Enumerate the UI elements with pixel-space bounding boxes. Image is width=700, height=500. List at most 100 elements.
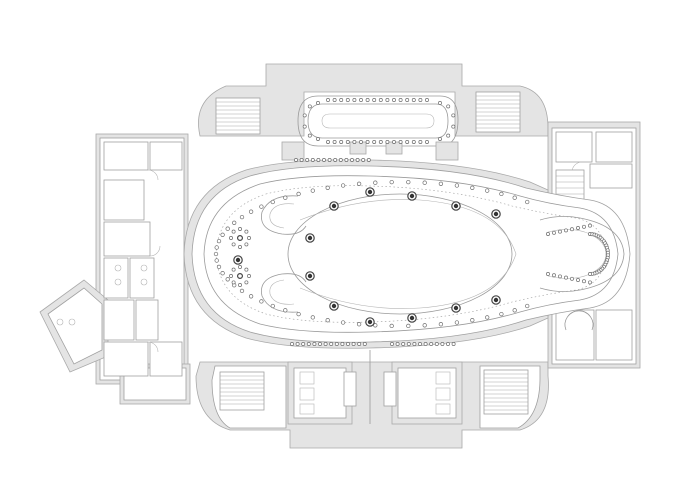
seat-ring-icon xyxy=(512,308,517,313)
seat-ring-icon xyxy=(570,276,574,281)
column-icon xyxy=(367,319,373,325)
seat-ring-icon xyxy=(316,158,321,162)
seat-ring-icon xyxy=(356,322,362,327)
seat-ring-icon xyxy=(231,229,236,234)
seat-ring-icon xyxy=(345,98,350,102)
seat-ring-icon xyxy=(372,98,377,102)
seat-ring-icon xyxy=(525,303,530,309)
seat-ring-icon xyxy=(238,265,242,269)
seat-ring-icon xyxy=(301,342,306,346)
seat-ring-icon xyxy=(299,158,304,162)
seat-ring-icon xyxy=(307,133,312,138)
seat-ring-icon xyxy=(259,204,264,209)
seat-ring-icon xyxy=(216,238,222,244)
main-hall xyxy=(183,159,631,425)
seat-ring-icon xyxy=(454,320,460,325)
seat-ring-icon xyxy=(425,98,429,102)
seat-ring-icon xyxy=(225,277,230,282)
seat-ring-icon xyxy=(339,140,344,144)
room-partitions xyxy=(56,131,633,377)
seat-ring-icon xyxy=(418,342,422,346)
seat-ring-icon xyxy=(231,242,236,247)
seat-ring-icon xyxy=(512,195,517,200)
seat-ring-icon xyxy=(558,229,562,234)
seat-ring-icon xyxy=(570,227,574,232)
seat-ring-icon xyxy=(283,195,288,200)
seat-ring-icon xyxy=(340,183,346,188)
seat-ring-icon xyxy=(373,180,378,185)
seat-ring-icon xyxy=(385,98,390,102)
column-icon xyxy=(307,273,313,279)
seat-ring-icon xyxy=(385,140,390,144)
seat-ring-icon xyxy=(239,288,245,294)
seat-ring-icon xyxy=(564,275,568,280)
spiral-stairs xyxy=(261,195,307,313)
seat-ring-icon xyxy=(389,179,394,185)
seat-ring-icon xyxy=(312,342,317,346)
seat-ring-icon xyxy=(305,158,310,162)
seat-ring-icon xyxy=(270,303,275,309)
seat-ring-icon xyxy=(310,188,315,193)
seat-ring-icon xyxy=(237,235,244,242)
seat-ring-icon xyxy=(247,274,251,278)
seat-ring-icon xyxy=(332,140,337,144)
seat-ring-icon xyxy=(411,140,416,144)
seat-ring-icon xyxy=(296,311,301,317)
seat-ring-icon xyxy=(239,214,245,220)
seat-ring-icon xyxy=(329,342,334,346)
seat-ring-icon xyxy=(238,245,242,249)
seat-ring-icon xyxy=(302,124,307,129)
seat-ring-icon xyxy=(398,140,403,144)
seat-ring-icon xyxy=(244,229,249,234)
column-icon xyxy=(331,303,337,309)
seat-ring-icon xyxy=(229,274,233,278)
seat-ring-icon xyxy=(552,230,556,235)
seat-ring-icon xyxy=(248,209,254,214)
seat-ring-icon xyxy=(327,158,332,162)
seat-ring-icon xyxy=(359,140,363,144)
seat-ring-icon xyxy=(470,185,475,190)
seat-ring-icon xyxy=(350,158,354,162)
seat-ring-icon xyxy=(244,242,249,247)
seat-ring-icon xyxy=(290,342,294,346)
seat-ring-icon xyxy=(425,140,429,144)
column-icon xyxy=(235,257,241,263)
seat-ring-icon xyxy=(232,220,237,225)
seat-ring-icon xyxy=(451,124,456,129)
seat-ring-icon xyxy=(446,133,451,138)
seat-ring-icon xyxy=(558,274,562,279)
seat-ring-icon xyxy=(588,223,592,228)
seat-ring-icon xyxy=(438,101,442,105)
seat-ring-icon xyxy=(446,104,451,109)
seat-ring-icon xyxy=(244,280,249,285)
seat-ring-icon xyxy=(434,342,439,346)
seat-ring-icon xyxy=(214,258,219,263)
seat-ring-icon xyxy=(365,98,370,102)
seat-ring-icon xyxy=(582,279,586,284)
seat-ring-icon xyxy=(485,315,490,320)
seat-ring-icon xyxy=(322,158,326,162)
seat-ring-icon xyxy=(588,272,592,276)
seat-ring-icon xyxy=(422,180,427,185)
seat-ring-icon xyxy=(359,98,363,102)
seat-ring-icon xyxy=(378,98,383,102)
seat-ring-icon xyxy=(390,342,394,346)
seat-ring-icon xyxy=(418,140,423,144)
column-icon xyxy=(453,305,459,311)
column-icon xyxy=(493,297,499,303)
columns xyxy=(233,187,501,327)
seat-ring-icon xyxy=(237,273,244,280)
column-icon xyxy=(453,203,459,209)
seat-ring-icon xyxy=(345,140,350,144)
stair-icon xyxy=(215,91,594,415)
seat-ring-icon xyxy=(438,181,444,186)
seat-ring-icon xyxy=(229,236,233,240)
seat-ring-icon xyxy=(576,226,580,230)
seat-ring-icon xyxy=(316,137,320,141)
upper-gallery xyxy=(281,95,459,161)
seat-ring-icon xyxy=(361,158,366,162)
seat-ring-icon xyxy=(588,280,592,285)
seat-ring-icon xyxy=(357,342,362,346)
seat-ring-icon xyxy=(244,267,249,272)
seat-ring-icon xyxy=(306,342,311,346)
